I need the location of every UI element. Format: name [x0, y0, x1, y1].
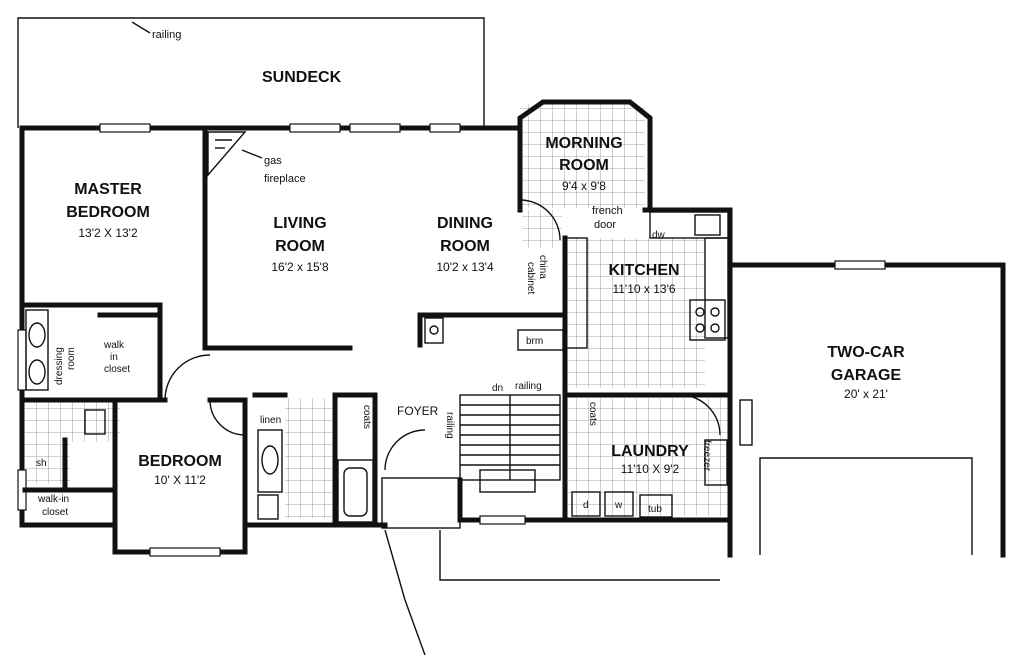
exterior-walls	[19, 99, 1006, 558]
kitchen-counter-right	[704, 237, 729, 339]
morning-room-label-2: ROOM	[559, 157, 609, 174]
bedroom-dim: 10' X 11'2	[154, 473, 206, 487]
sundeck	[17, 17, 485, 128]
morning-room-tile	[520, 104, 645, 208]
brm-label: brm	[526, 336, 543, 347]
china-label: china	[537, 255, 548, 279]
master-bedroom-label-2: BEDROOM	[66, 204, 150, 221]
master-bath-tile	[25, 400, 120, 442]
hall-bath-tile	[285, 398, 335, 518]
hall-tub	[337, 459, 374, 523]
living-room-label-1: LIVING	[273, 215, 326, 232]
railing-top-label: railing	[152, 29, 181, 41]
fireplace-label: fireplace	[264, 173, 306, 185]
room-small-label: room	[66, 347, 77, 370]
dw-label: dw	[652, 230, 666, 241]
laundry-tile	[568, 398, 728, 516]
cabinet-label: cabinet	[525, 262, 536, 294]
railing-stair-label: railing	[444, 412, 455, 439]
living-room-dim: 16'2 x 15'8	[271, 260, 329, 274]
walk-in-label: walk-in	[37, 494, 69, 505]
closet-label-1: closet	[104, 364, 130, 375]
coats-right-label: coats	[587, 402, 598, 426]
living-room-label-2: ROOM	[275, 238, 325, 255]
kitchen-counter-top	[649, 211, 729, 239]
kitchen-counter-left	[564, 237, 588, 349]
tile-areas	[25, 104, 728, 518]
gas-label: gas	[264, 155, 282, 167]
french-label: french	[592, 205, 623, 217]
linen-label: linen	[260, 415, 281, 426]
foyer-label: FOYER	[397, 404, 439, 418]
interior-walls	[19, 127, 733, 528]
sundeck-railing	[17, 17, 485, 128]
kitchen-dim: 11'10 x 13'6	[612, 282, 675, 296]
sundeck-label: SUNDECK	[262, 69, 342, 86]
morning-room-dim: 9'4 x 9'8	[562, 179, 606, 193]
room-labels: SUNDECK MASTER BEDROOM 13'2 X 13'2 LIVIN…	[66, 69, 905, 487]
fireplace-unit	[207, 131, 247, 177]
sh-label: sh	[36, 458, 47, 469]
kitchen-tile	[565, 238, 705, 388]
dressing-label: dressing	[54, 347, 65, 385]
laundry-dim: 11'10 X 9'2	[621, 462, 680, 476]
garage-label-2: GARAGE	[831, 367, 902, 384]
double-vanity	[25, 309, 49, 391]
freezer-label: freezer	[701, 440, 712, 472]
range	[689, 299, 726, 341]
d-label: d	[583, 500, 589, 511]
tub-label: tub	[648, 504, 662, 515]
annotations: railing gas fireplace french door dw chi…	[36, 29, 712, 518]
closet-label-2: closet	[42, 507, 68, 518]
laundry-label: LAUNDRY	[611, 443, 689, 460]
door-label: door	[594, 219, 616, 231]
kitchen-label: KITCHEN	[608, 262, 679, 279]
windows	[17, 123, 886, 557]
fixtures	[25, 21, 973, 655]
walk-label: walk	[103, 340, 125, 351]
morning-room-label-1: MORNING	[545, 135, 622, 152]
w-label: w	[614, 500, 623, 511]
bedroom-label: BEDROOM	[138, 453, 222, 470]
coats-left-label: coats	[361, 405, 372, 429]
master-bedroom-dim: 13'2 X 13'2	[78, 226, 138, 240]
dining-room-label-1: DINING	[437, 215, 493, 232]
dining-room-label-2: ROOM	[440, 238, 490, 255]
dn-label: dn	[492, 383, 503, 394]
dining-room-dim: 10'2 x 13'4	[436, 260, 494, 274]
master-bedroom-label-1: MASTER	[74, 181, 142, 198]
garage-label-1: TWO-CAR	[827, 344, 905, 361]
dining-edge-tile	[522, 210, 562, 248]
railing-right-label: railing	[515, 381, 542, 392]
garage-dim: 20' x 21'	[844, 387, 888, 401]
in-label: in	[110, 352, 118, 363]
